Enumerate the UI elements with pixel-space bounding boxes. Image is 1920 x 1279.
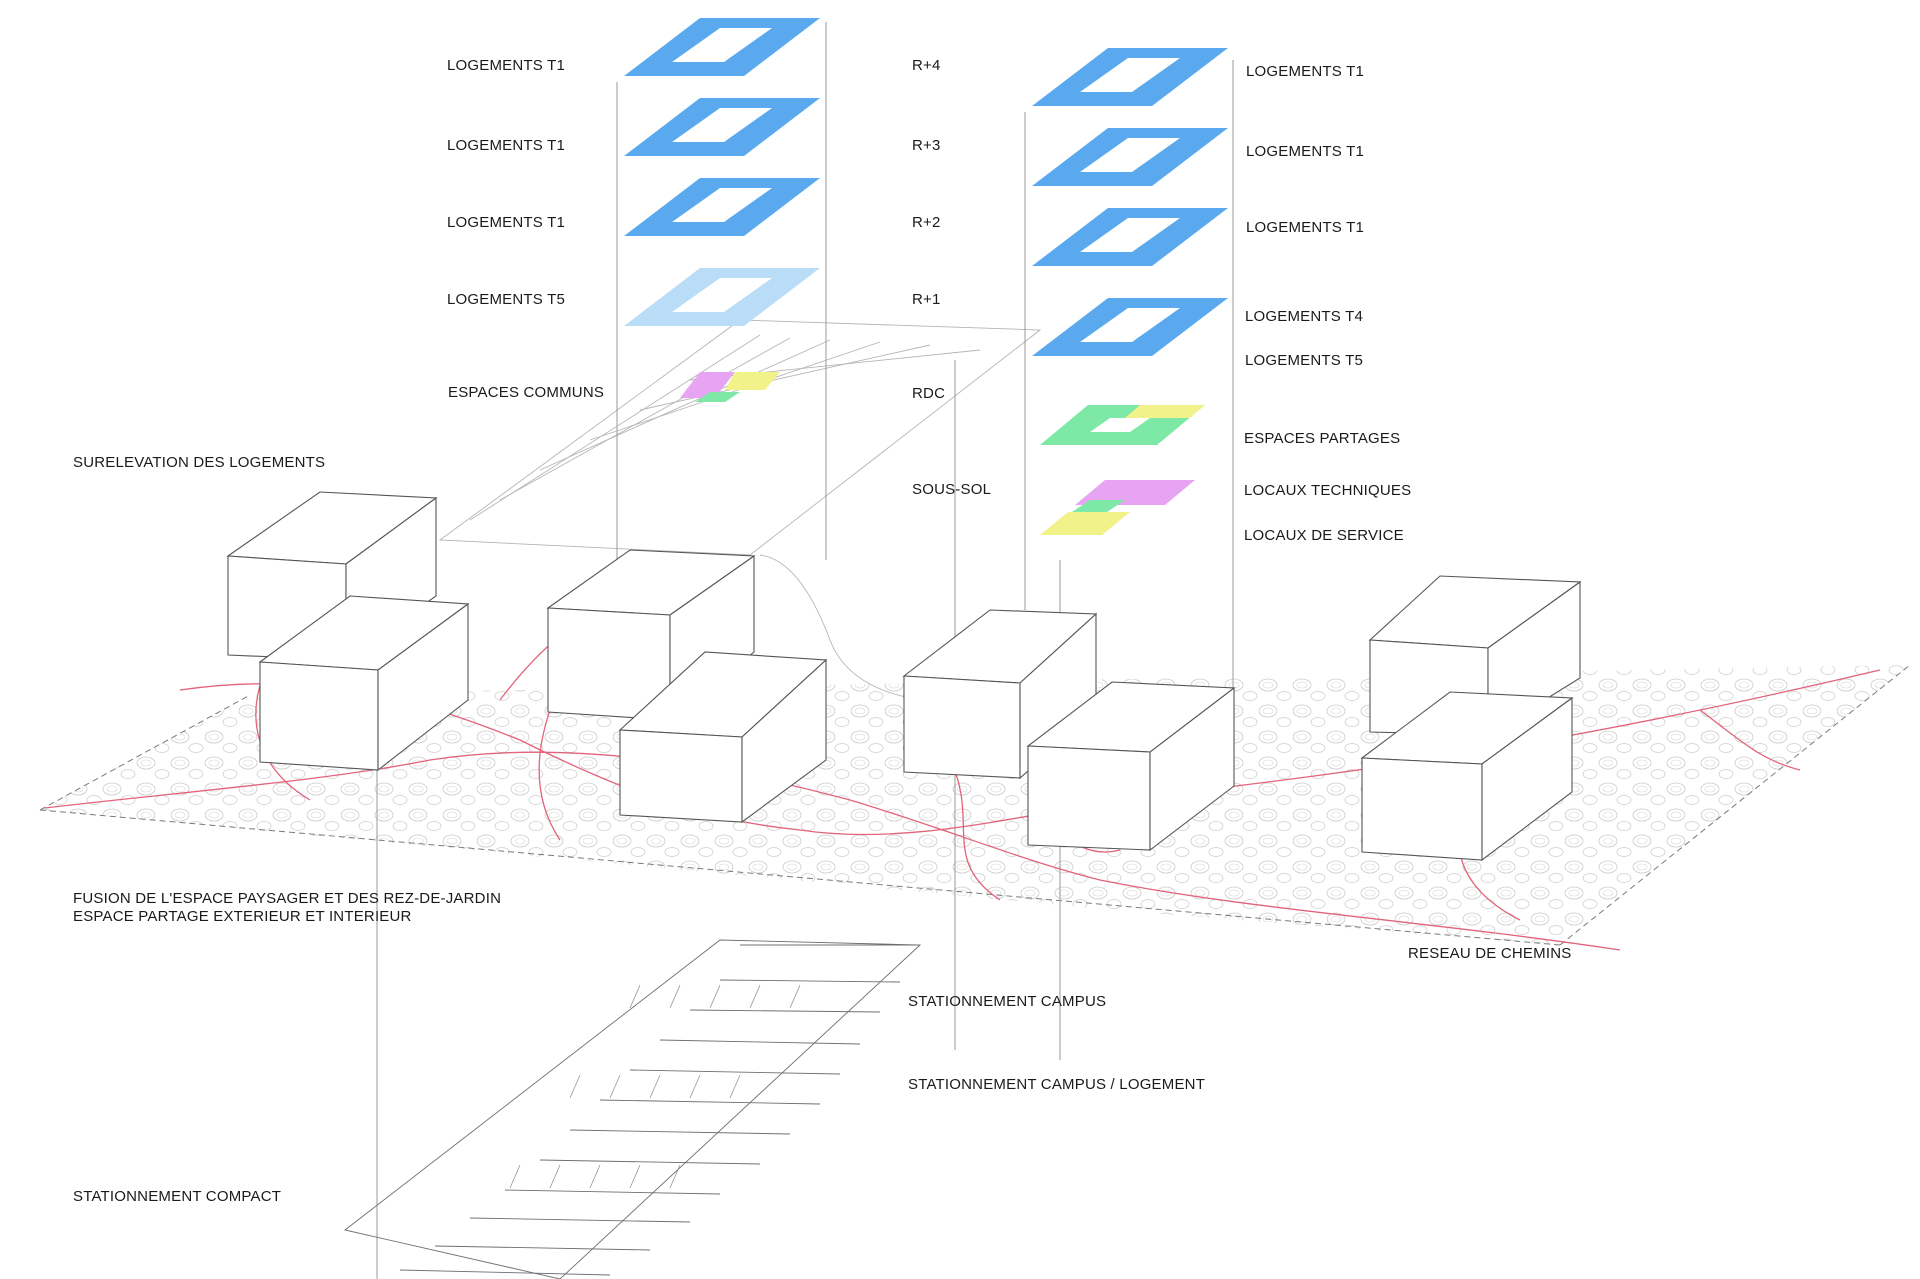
annotation-fusion-line2: ESPACE PARTAGE EXTERIEUR ET INTERIEUR [73,908,412,925]
left-plate-r1 [624,268,820,326]
right-plate-rdc [1040,405,1205,445]
right-plate-sous-sol [1040,480,1195,535]
building-2-lower [618,651,828,824]
building-3-lower [1026,681,1236,852]
right-plate-r3 [1032,128,1228,186]
level-label-rdc: RDC [912,385,946,402]
level-label-r3: R+3 [912,137,941,154]
right-label-r3: LOGEMENTS T1 [1246,143,1364,160]
right-floor-plates [1032,48,1228,535]
left-plate-rdc [680,372,780,402]
left-floor-plates [624,18,820,402]
annotation-reseau: RESEAU DE CHEMINS [1408,945,1572,962]
right-label-locaux-service: LOCAUX DE SERVICE [1244,527,1404,544]
left-label-rdc: ESPACES COMMUNS [448,384,605,401]
right-label-locaux-techniques: LOCAUX TECHNIQUES [1244,482,1412,499]
annotation-stationnement-campus: STATIONNEMENT CAMPUS [908,993,1107,1010]
right-plate-r2 [1032,208,1228,266]
left-label-r1: LOGEMENTS T5 [447,291,565,308]
left-plate-r4 [624,18,820,76]
building-4-lower [1360,691,1574,862]
left-plate-r3 [624,98,820,156]
right-label-r1-t4: LOGEMENTS T4 [1245,308,1363,325]
level-label-r1: R+1 [912,291,941,308]
right-label-r4: LOGEMENTS T1 [1246,63,1364,80]
right-label-espaces-partages: ESPACES PARTAGES [1244,430,1401,447]
right-plate-r4 [1032,48,1228,106]
parking-plane [343,939,922,1279]
building-1-lower [258,595,470,772]
right-label-r2: LOGEMENTS T1 [1246,219,1364,236]
level-label-r4: R+4 [912,57,941,74]
left-label-r2: LOGEMENTS T1 [447,214,565,231]
right-plate-r1 [1032,298,1228,356]
annotation-stationnement-campus-logement: STATIONNEMENT CAMPUS / LOGEMENT [908,1076,1206,1093]
annotation-fusion-line1: FUSION DE L'ESPACE PAYSAGER ET DES REZ-D… [73,890,502,907]
left-label-r4: LOGEMENTS T1 [447,57,565,74]
left-label-r3: LOGEMENTS T1 [447,137,565,154]
level-label-r2: R+2 [912,214,941,231]
left-plate-r2 [624,178,820,236]
annotation-stationnement-compact: STATIONNEMENT COMPACT [73,1188,282,1205]
buildings [226,491,1582,862]
level-label-sous-sol: SOUS-SOL [912,481,992,498]
annotation-surelevation: SURELEVATION DES LOGEMENTS [73,454,326,471]
right-label-r1-t5: LOGEMENTS T5 [1245,352,1363,369]
